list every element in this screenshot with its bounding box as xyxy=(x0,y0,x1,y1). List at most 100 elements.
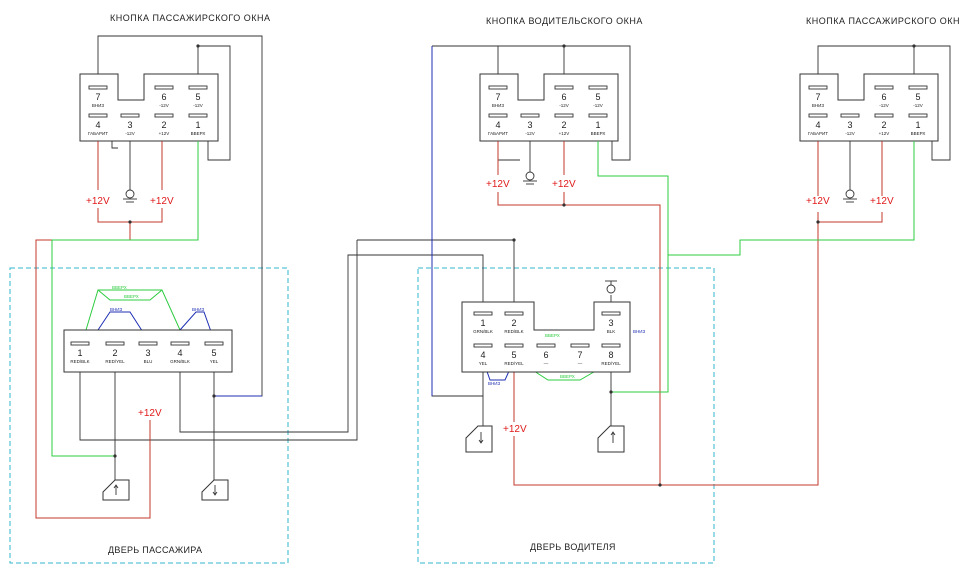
driver-connector-pin-6: 6— xyxy=(536,343,556,366)
pin-function: ГАБАРИТ xyxy=(808,131,828,136)
pin-function: ГАБАРИТ xyxy=(488,131,508,136)
pin-function: GRN/BLK xyxy=(170,359,190,364)
pin-number: 2 xyxy=(511,318,516,328)
pin-number: 3 xyxy=(127,120,132,130)
pin-contact xyxy=(70,341,90,346)
pin-number: 3 xyxy=(608,318,613,328)
pin-function: RED/YEL xyxy=(601,361,621,366)
driver-door-connector xyxy=(461,301,631,373)
pin-contact xyxy=(601,311,621,316)
supply-label: +12V xyxy=(870,196,894,207)
pin-number: 6 xyxy=(161,92,166,102)
wire-label-up: ВВЕРХ xyxy=(545,333,560,338)
pin-number: 6 xyxy=(561,92,566,102)
wire-label-down: ВНИЗ xyxy=(192,307,204,312)
right-switch-title: КНОПКА ПАССАЖИРСКОГО ОКНА xyxy=(806,16,960,26)
switch-pin-6: 6-12V xyxy=(554,85,574,108)
pin-contact xyxy=(908,113,928,118)
driver-door-zone xyxy=(417,267,715,564)
supply-label: +12V xyxy=(806,196,830,207)
pin-function: ГАБАРИТ xyxy=(88,131,108,136)
pin-function: -12V xyxy=(879,103,889,108)
switch-pin-5: 5-12V xyxy=(908,85,928,108)
pin-function: — xyxy=(578,361,583,366)
pin-contact xyxy=(874,113,894,118)
pin-function: ВНИЗ xyxy=(492,103,504,108)
supply-label: +12V xyxy=(503,424,527,435)
pin-contact xyxy=(874,85,894,90)
pin-contact xyxy=(188,85,208,90)
pin-function: -12V xyxy=(159,103,169,108)
pin-number: 5 xyxy=(595,92,600,102)
pin-function: ВВЕРХ xyxy=(591,131,606,136)
pin-contact xyxy=(601,343,621,348)
supply-labels: +12V +12V +12V +12V +12V +12V +12V +12V xyxy=(86,179,894,435)
switch-pin-2: 2+12V xyxy=(554,113,574,136)
pin-function: -12V xyxy=(559,103,569,108)
pin-function: -12V xyxy=(845,131,855,136)
pin-number: 3 xyxy=(145,348,150,358)
switch-pin-2: 2+12V xyxy=(154,113,174,136)
pin-number: 7 xyxy=(495,92,500,102)
pin-contact xyxy=(808,113,828,118)
wire-label-up: ВВЕРХ xyxy=(112,285,127,290)
center-switch-title: КНОПКА ВОДИТЕЛЬСКОГО ОКНА xyxy=(486,16,643,26)
switch-pin-2: 2+12V xyxy=(874,113,894,136)
pin-contact xyxy=(138,341,158,346)
pin-function: ВНИЗ xyxy=(92,103,104,108)
supply-label: +12V xyxy=(150,196,174,207)
pin-function: ВВЕРХ xyxy=(191,131,206,136)
switch-pin-3: 3-12V xyxy=(120,113,140,136)
supply-label: +12V xyxy=(552,179,576,190)
pin-number: 4 xyxy=(95,120,100,130)
pin-number: 2 xyxy=(881,120,886,130)
pin-function: YEL xyxy=(479,361,488,366)
pin-contact xyxy=(105,341,125,346)
pin-contact xyxy=(154,85,174,90)
pin-function: RED/YEL xyxy=(105,359,125,364)
green-wires xyxy=(51,141,915,457)
pin-function: -12V xyxy=(525,131,535,136)
pin-number: 4 xyxy=(480,350,485,360)
pin-function: RED/BLK xyxy=(70,359,89,364)
ground-symbol-icon xyxy=(843,189,857,203)
pin-function: BLK xyxy=(607,329,616,334)
pin-contact xyxy=(188,113,208,118)
right-window-switch xyxy=(799,73,939,142)
pin-function: GRN/BLK xyxy=(473,329,493,334)
pin-contact xyxy=(520,113,540,118)
pin-number: 7 xyxy=(577,350,582,360)
pin-number: 1 xyxy=(480,318,485,328)
pin-function: RED/BLK xyxy=(504,329,523,334)
window-down-icon xyxy=(201,479,229,501)
pin-contact xyxy=(908,85,928,90)
pin-contact xyxy=(536,343,556,348)
pin-contact xyxy=(588,85,608,90)
pin-contact xyxy=(488,113,508,118)
window-down-icon xyxy=(465,425,493,453)
switch-pin-3: 3-12V xyxy=(520,113,540,136)
red-wires xyxy=(35,141,883,519)
driver-connector-pin-7: 7— xyxy=(570,343,590,366)
pin-contact xyxy=(120,113,140,118)
switch-pin-5: 5-12V xyxy=(188,85,208,108)
pin-number: 4 xyxy=(815,120,820,130)
switch-pin-6: 6-12V xyxy=(874,85,894,108)
pin-number: 5 xyxy=(511,350,516,360)
pin-number: 3 xyxy=(847,120,852,130)
wire-label-up: ВВЕРХ xyxy=(560,374,575,379)
ground-symbol-icon xyxy=(123,189,137,203)
pin-function: — xyxy=(544,361,549,366)
